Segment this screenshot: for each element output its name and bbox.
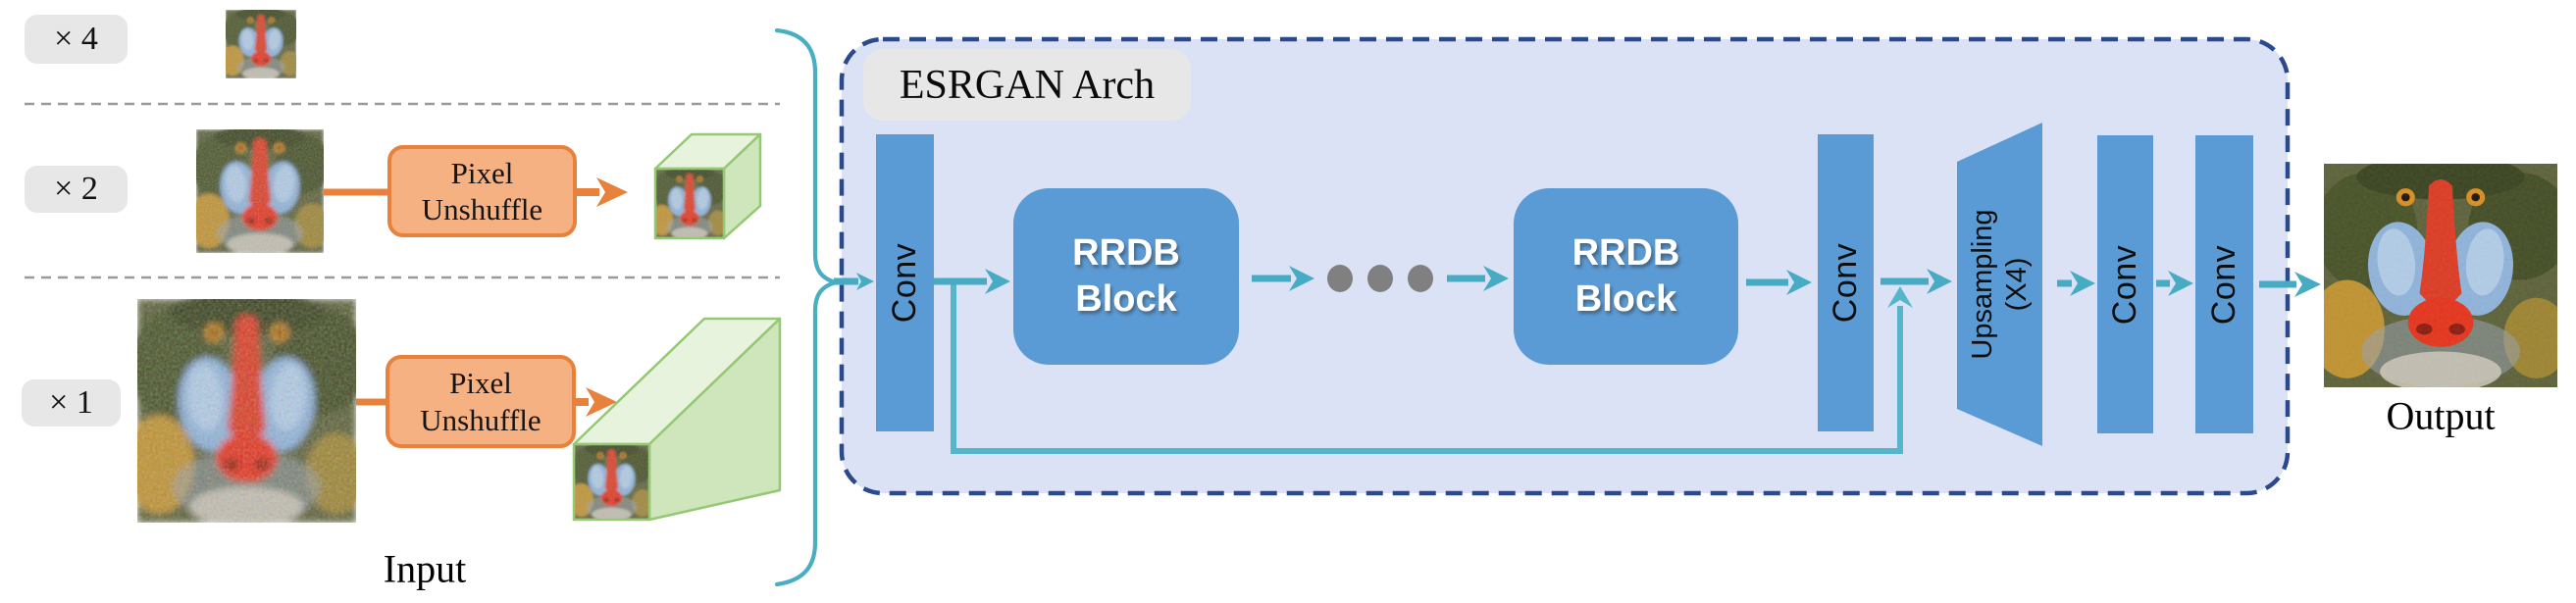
scale-chip-x1: × 1 [22, 379, 121, 427]
scale-chip-x2-label: × 2 [54, 171, 98, 207]
arrow-upsampling-to-conv3-icon [2057, 271, 2095, 296]
upsampling-label-line1: Upsampling [1967, 209, 1999, 360]
unshuffle-arrow-x1-icon [576, 387, 617, 417]
arrow-rrdb1-to-dots-icon [1252, 266, 1314, 291]
rrdb-block-1-line1: RRDB [1072, 231, 1180, 274]
scale-chip-x2: × 2 [25, 166, 128, 213]
conv-block-1: Conv [876, 134, 934, 431]
scale-chip-x4: × 4 [25, 15, 128, 64]
arrow-arch-to-output-icon [2259, 272, 2321, 297]
rrdb-block-1-line2: Block [1075, 278, 1177, 320]
pixel-unshuffle-x1-line1: Pixel [449, 366, 512, 401]
pixel-unshuffle-box-x2: Pixel Unshuffle [387, 145, 577, 237]
feature-cube-x2 [653, 132, 762, 240]
skip-connection-icon [951, 283, 1913, 454]
conv-block-1-label: Conv [886, 242, 923, 324]
input-image-x1 [137, 299, 356, 523]
conv-block-4: Conv [2195, 135, 2253, 433]
upsampling-block-label: Upsampling (X4) [1966, 209, 2035, 359]
pixel-unshuffle-x2-line2: Unshuffle [421, 192, 543, 226]
rrdb-block-1: RRDB Block [1013, 188, 1239, 365]
input-brace-icon [774, 27, 845, 587]
scale-chip-x4-label: × 4 [54, 21, 98, 57]
upsampling-block-shape [1957, 123, 2042, 446]
conv-block-4-label: Conv [2205, 244, 2242, 325]
conv-block-3-label: Conv [2106, 244, 2143, 325]
input-image-x4 [226, 10, 296, 78]
rrdb-block-2: RRDB Block [1514, 188, 1738, 365]
arrow-into-arch-icon [834, 273, 874, 290]
feature-cuboid-x1 [572, 317, 782, 522]
upsampling-label-line2: (X4) [2001, 257, 2033, 312]
output-caption: Output [2386, 393, 2496, 438]
input-caption: Input [383, 546, 467, 591]
esrgan-arch-title: ESRGAN Arch [863, 49, 1191, 121]
arrow-conv2-to-upsampling-icon [1880, 269, 1952, 294]
rrdb-block-2-line1: RRDB [1571, 231, 1680, 274]
pixel-unshuffle-box-x1: Pixel Unshuffle [386, 355, 576, 448]
conv-block-2-label: Conv [1827, 242, 1864, 324]
pixel-unshuffle-x1-line2: Unshuffle [420, 402, 541, 437]
output-image [2324, 164, 2557, 387]
ellipsis-dots-icon [1327, 265, 1433, 292]
unshuffle-arrow-x2-icon [577, 177, 628, 207]
conv-block-3: Conv [2097, 135, 2153, 433]
esrgan-arch-title-text: ESRGAN Arch [899, 62, 1156, 108]
scale-chip-x1-label: × 1 [49, 384, 93, 421]
conv-block-2: Conv [1818, 134, 1874, 431]
arrow-conv3-to-conv4-icon [2156, 271, 2193, 296]
arrow-rrdb2-to-conv2-icon [1746, 270, 1812, 295]
pixel-unshuffle-x2-line1: Pixel [450, 155, 514, 190]
arrow-conv1-to-rrdb1-icon [934, 269, 1010, 294]
input-image-x2 [196, 129, 324, 253]
rrdb-block-2-line2: Block [1574, 278, 1677, 320]
arrow-dots-to-rrdb2-icon [1447, 266, 1509, 291]
